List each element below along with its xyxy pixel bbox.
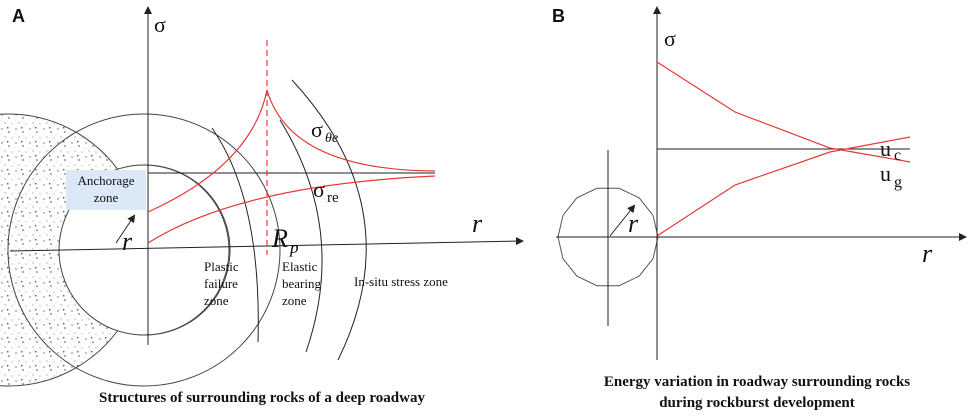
uc-label-main: u — [880, 136, 891, 161]
panel-b: B σ r r u c u g Energy variation in road… — [552, 6, 967, 411]
rp-label-sub: p — [289, 238, 299, 257]
panel-a-radius-arrow — [115, 214, 136, 244]
panel-b-caption-line1: Energy variation in roadway surrounding … — [604, 374, 910, 390]
ug-label-sub: g — [894, 174, 902, 191]
elastic-line1: Elastic — [282, 259, 318, 274]
sigma-r-main: σ — [313, 177, 325, 202]
elastic-line3: zone — [282, 293, 307, 308]
panel-b-sigma-label: σ — [664, 26, 676, 51]
ug-label-main: u — [880, 161, 891, 186]
sigma-theta-sub: θe — [325, 131, 338, 146]
panel-b-letter: B — [552, 6, 565, 26]
panel-a-r-axis — [9, 237, 524, 252]
panel-b-caption-line2: during rockburst development — [659, 395, 855, 411]
anchorage-zone-box — [66, 170, 146, 210]
sigma-theta-curve — [147, 89, 436, 213]
uc-curve — [656, 136, 911, 237]
panel-a-r-label: r — [472, 209, 483, 238]
plastic-boundary-arc — [211, 127, 259, 343]
panel-b-r-label: r — [922, 239, 933, 268]
rp-label-main: R — [271, 224, 288, 253]
panel-a-caption: Structures of surrounding rocks of a dee… — [99, 390, 426, 406]
panel-a-small-r: r — [122, 227, 133, 256]
panel-b-radius-arrow — [609, 204, 636, 237]
anchorage-line1: Anchorage — [77, 173, 134, 188]
insitu-boundary-arc — [291, 79, 367, 361]
panel-a-sigma-label: σ — [154, 12, 166, 37]
uc-label-sub: c — [894, 147, 901, 164]
elastic-boundary-arc — [279, 119, 323, 353]
elastic-line2: bearing — [282, 276, 321, 291]
sigma-r-sub: re — [327, 190, 339, 206]
outer-ring — [7, 113, 281, 387]
plastic-line3: zone — [204, 293, 229, 308]
panel-b-small-r: r — [628, 209, 639, 238]
insitu-label: In-situ stress zone — [354, 274, 448, 289]
sigma-r-curve — [147, 175, 436, 244]
panel-a: A Anchorage zone σ r r R p σ θe σ re — [0, 6, 524, 406]
sigma-theta-main: σ — [311, 117, 323, 142]
panel-a-letter: A — [12, 6, 25, 26]
plastic-line2: failure — [204, 276, 238, 291]
plastic-line1: Plastic — [204, 259, 239, 274]
anchorage-line2: zone — [94, 190, 119, 205]
ug-curve — [656, 61, 911, 163]
